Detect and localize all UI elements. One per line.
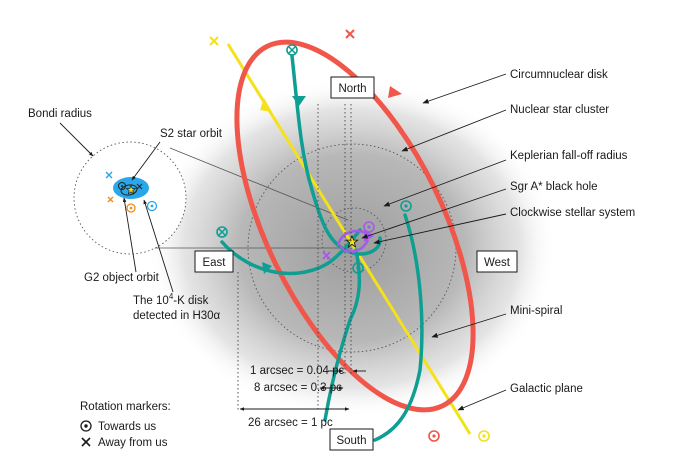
- leader-circumnuclear: [422, 73, 507, 104]
- leader-galactic: [457, 389, 507, 411]
- legend-towards-icon: [80, 420, 92, 432]
- sgr-a-star-inset-icon: [125, 184, 137, 195]
- legend-title: Rotation markers:: [80, 401, 171, 413]
- label-galactic-plane: Galactic plane: [510, 383, 583, 395]
- legend-away-label: Away from us: [98, 437, 168, 449]
- leader-keplerian: [383, 159, 507, 207]
- direction-west: West: [476, 250, 518, 273]
- marker-towards-teal-west-icon: [400, 200, 412, 212]
- leader-disk: [143, 199, 174, 293]
- inset-away-g2-icon: [107, 196, 114, 203]
- leader-g2: [122, 197, 137, 273]
- direction-north: North: [330, 76, 375, 99]
- leader-mini-spiral: [431, 313, 507, 338]
- label-nuclear-star-cluster: Nuclear star cluster: [510, 104, 609, 116]
- leader-clockwise: [373, 213, 507, 245]
- marker-towards-teal-icon: [352, 262, 364, 274]
- scale-26arcsec: 26 arcsec = 1 pc: [248, 417, 333, 429]
- label-s2-star-orbit: S2 star orbit: [160, 128, 223, 140]
- svg-text:East: East: [202, 257, 226, 269]
- nuclear-star-cluster: [147, 78, 557, 418]
- svg-text:South: South: [336, 435, 366, 447]
- circumnuclear-arrow: [388, 86, 402, 98]
- marker-away-red-icon: [345, 29, 355, 39]
- marker-towards-red-icon: [428, 430, 440, 442]
- label-sgr-a: Sgr A* black hole: [510, 181, 598, 193]
- marker-away-teal-east-icon: [216, 226, 228, 238]
- inset-towards-s2-icon: [118, 182, 126, 190]
- sgr-a-star-icon: [345, 234, 359, 248]
- inset-away-s2-icon: [136, 183, 143, 190]
- leader-nuclear: [401, 109, 507, 152]
- svg-text:West: West: [484, 257, 511, 269]
- marker-away-purple-icon: [322, 251, 331, 260]
- marker-away-teal-icon: [286, 44, 298, 56]
- inset-towards-g2-icon: [126, 203, 136, 213]
- label-keplerian: Keplerian fall-off radius: [510, 150, 628, 162]
- scale-8arcsec: 8 arcsec = 0.3 pc: [254, 382, 342, 394]
- inset-away-blue-icon: [105, 171, 113, 179]
- scale-guides: [237, 104, 352, 410]
- label-disk-line1: The 104-K disk: [133, 292, 209, 307]
- marker-towards-purple-icon: [363, 221, 375, 233]
- label-circumnuclear-disk: Circumnuclear disk: [510, 69, 608, 81]
- leader-sgr-a: [361, 188, 507, 239]
- leader-bondi: [59, 122, 94, 157]
- inset-towards-blue-icon: [146, 200, 158, 212]
- svg-text:North: North: [338, 83, 366, 95]
- leader-s2: [131, 141, 161, 181]
- label-bondi-radius: Bondi radius: [28, 108, 92, 120]
- label-g2-object-orbit: G2 object orbit: [84, 272, 160, 284]
- mini-spiral-arrow-1: [292, 96, 306, 106]
- label-clockwise: Clockwise stellar system: [510, 207, 635, 219]
- legend-away-icon: [81, 437, 91, 447]
- direction-south: South: [329, 428, 374, 451]
- marker-towards-yellow-icon: [478, 430, 490, 442]
- legend-towards-label: Towards us: [98, 421, 156, 433]
- scale-1arcsec: 1 arcsec = 0.04 pc: [250, 365, 345, 377]
- mini-spiral-arrow-2: [262, 262, 272, 274]
- label-disk-line2: detected in H30α: [133, 310, 221, 322]
- galactic-plane-arrow: [260, 98, 272, 112]
- label-mini-spiral: Mini-spiral: [510, 305, 562, 317]
- marker-away-yellow-icon: [209, 36, 219, 46]
- direction-east: East: [194, 250, 234, 273]
